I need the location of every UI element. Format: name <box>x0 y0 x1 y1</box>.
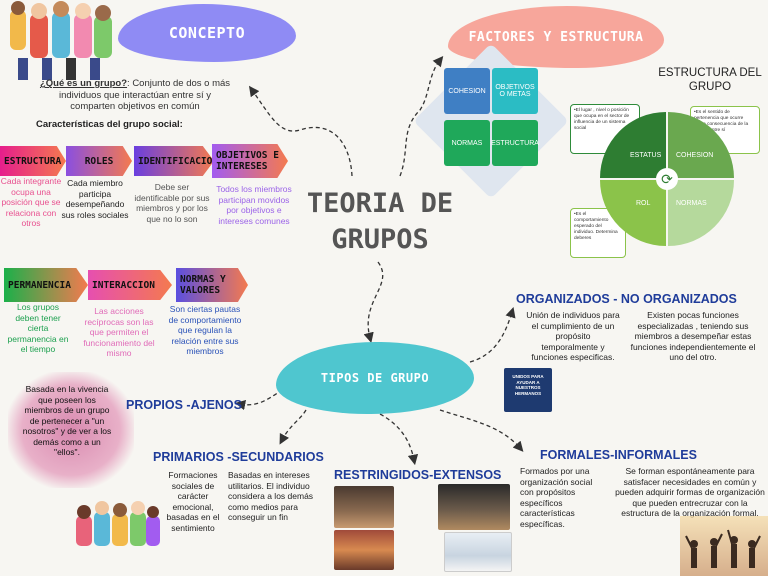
estructura-quadrant-circle: ESTATUS COHESION ROL NORMAS ⟳ <box>600 112 734 246</box>
desc-permanencia: Los grupos deben tener cierta permanenci… <box>4 302 72 355</box>
arrow-to-tipos <box>368 262 383 338</box>
quadrant-normas: NORMAS <box>676 200 707 207</box>
tipos-title: TIPOS DE GRUPO <box>321 371 429 385</box>
celebration-photo <box>680 516 768 576</box>
heading-primarios: PRIMARIOS -SECUNDARIOS <box>153 450 324 464</box>
arrow-to-primarios <box>282 410 306 440</box>
photo-extenso-team <box>438 484 510 530</box>
photo-restringido-group <box>334 486 394 528</box>
quadrant-rol-bg <box>600 180 666 246</box>
arrow-to-restringidos <box>380 414 414 460</box>
tag-identificacion: IDENTIFICACION <box>134 146 214 176</box>
desc-primarios: Formaciones sociales de carácter emocion… <box>162 470 224 533</box>
factor-normas: NORMAS <box>444 120 490 166</box>
desc-interaccion: Las acciones recíprocas son las que perm… <box>80 306 158 359</box>
desc-no-organizados: Existen pocas funciones especializadas ,… <box>626 310 760 363</box>
factores-diamond-bg <box>413 43 569 199</box>
cycle-icon: ⟳ <box>656 168 678 190</box>
quadrant-estatus-bg <box>600 112 666 178</box>
center-title: TEORIA DE GRUPOS <box>300 186 460 258</box>
quadrant-estatus: ESTATUS <box>630 152 661 159</box>
desc-roles: Cada miembro participa desempeñando sus … <box>60 178 130 220</box>
desc-secundarios: Basadas en intereses utilitarios. El ind… <box>228 470 320 523</box>
heading-formales: FORMALES-INFORMALES <box>540 448 697 462</box>
desc-formales: Formados por una organización social con… <box>520 466 602 529</box>
factor-cohesion: COHESION <box>444 68 490 114</box>
desc-propios-ajenos: Basada en la vivencia que poseen los mie… <box>20 384 114 458</box>
desc-estructura: Cada integrante ocupa una posición que s… <box>0 176 62 229</box>
desc-identificacion: Debe ser identificable por sus miembros … <box>132 182 212 224</box>
quadrant-normas-bg <box>668 180 734 246</box>
desc-organizados: Unión de individuos para el cumplimiento… <box>526 310 620 363</box>
factores-title: FACTORES Y ESTRUCTURA <box>469 30 644 45</box>
concept-question: ¿Qué es un grupo? <box>40 78 127 89</box>
tag-normas-valores: NORMAS Y VALORES <box>176 268 248 302</box>
friends-illustration <box>72 498 164 550</box>
heading-restringidos: RESTRINGIDOS-EXTENSOS <box>334 468 501 482</box>
characteristics-label: Características del grupo social: <box>36 119 183 130</box>
quadrant-rol: ROL <box>636 200 650 207</box>
factor-objetivos: OBJETIVOS O METAS <box>492 68 538 114</box>
estructura-title: ESTRUCTURA DEL GRUPO <box>656 66 764 94</box>
concept-title: CONCEPTO <box>169 24 245 42</box>
tag-permanencia: PERMANENCIA <box>4 268 88 302</box>
quadrant-cohesion: COHESION <box>676 152 713 159</box>
desc-normas-valores: Son ciertas pautas de comportamiento que… <box>164 304 246 357</box>
tag-objetivos-intereses: OBJETIVOS E INTERESES <box>212 144 288 178</box>
tag-roles: ROLES <box>66 146 132 176</box>
tag-interaccion: INTERACCION <box>88 270 172 300</box>
arrow-to-organizados <box>470 312 512 362</box>
tag-estructura: ESTRUCTURA <box>0 146 66 176</box>
desc-objetivos: Todos los miembros participan movidos po… <box>212 184 296 226</box>
heading-organizados: ORGANIZADOS - NO ORGANIZADOS <box>516 292 737 306</box>
concept-definition: ¿Qué es un grupo?: Conjunto de dos o más… <box>38 78 232 113</box>
factor-estructura: ESTRUCTURA <box>492 120 538 166</box>
concept-blob: CONCEPTO <box>118 4 296 62</box>
quadrant-cohesion-bg <box>668 112 734 178</box>
factores-grid: COHESION OBJETIVOS O METAS NORMAS ESTRUC… <box>430 62 552 180</box>
people-group-illustration <box>4 0 116 82</box>
photo-restringido-dinner <box>334 530 394 570</box>
photo-extenso-staff <box>444 532 512 572</box>
heading-propios: PROPIOS -AJENOS <box>126 398 242 412</box>
desc-informales: Se forman espontáneamente para satisface… <box>614 466 766 519</box>
arrow-to-formales <box>440 410 520 448</box>
poster-organizados: UNIDOS PARA AYUDAR A NUESTROS HERMANOS <box>504 368 552 412</box>
